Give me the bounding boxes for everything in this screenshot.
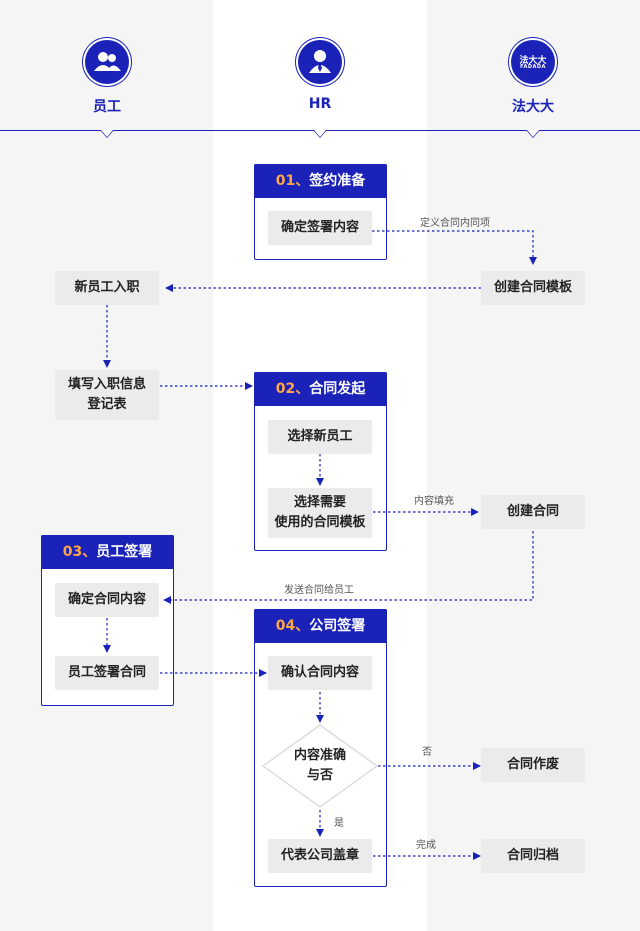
lane-title-employee: 员工	[93, 99, 121, 115]
node-confirm-contract-content-hr: 确认合同内容	[268, 656, 372, 690]
node-select-template: 选择需要 使用的合同模板	[268, 488, 372, 538]
node-company-seal: 代表公司盖章	[268, 839, 372, 873]
node-fill-onboard-form: 填写入职信息 登记表	[55, 370, 159, 420]
stage-title: 合同发起	[309, 381, 366, 397]
stage-2-header: 02、合同发起	[254, 372, 387, 406]
lane-marker-inner	[101, 130, 113, 137]
stage-1-header: 01、签约准备	[254, 164, 387, 198]
edge-label-fill-content: 内容填充	[414, 496, 454, 507]
edge-label-define-items: 定义合同内同项	[420, 218, 490, 229]
node-contract-void: 合同作废	[481, 748, 585, 782]
node-employee-sign-contract: 员工签署合同	[55, 656, 159, 690]
logo-subtext: FADADA	[520, 64, 546, 70]
stage-3-header: 03、员工签署	[41, 535, 174, 569]
node-create-contract: 创建合同	[481, 495, 585, 529]
stage-title: 公司签署	[309, 618, 366, 634]
edge-label-no: 否	[422, 747, 432, 758]
node-create-template: 创建合同模板	[481, 271, 585, 305]
person-tie-icon	[298, 40, 342, 84]
lane-marker-inner	[314, 130, 326, 137]
employees-icon	[85, 40, 129, 84]
lane-title-fadada: 法大大	[512, 99, 554, 115]
logo-text: 法大大	[519, 56, 547, 66]
stage-title: 员工签署	[96, 544, 153, 560]
lane-title-hr: HR	[308, 96, 332, 112]
lane-employee	[0, 0, 213, 931]
edge-label-yes: 是	[334, 818, 344, 829]
stage-number: 02、	[275, 381, 310, 397]
stage-number: 04、	[275, 618, 310, 634]
edge-label-done: 完成	[416, 840, 436, 851]
node-new-employee-onboard: 新员工入职	[55, 271, 159, 305]
stage-number: 01、	[275, 173, 310, 189]
fadada-logo: 法大大 FADADA	[511, 40, 555, 84]
node-content-accurate-decision: 内容准确 与否	[293, 748, 346, 783]
decision-diamond	[261, 724, 379, 808]
stage-title: 签约准备	[309, 173, 366, 189]
stage-number: 03、	[62, 544, 97, 560]
stage-4-header: 04、公司签署	[254, 609, 387, 643]
lane-marker-inner	[527, 130, 539, 137]
node-contract-archive: 合同归档	[481, 839, 585, 873]
edge-label-send-to-employee: 发送合同给员工	[284, 585, 354, 596]
node-select-new-employee: 选择新员工	[268, 420, 372, 454]
node-confirm-contract-content-employee: 确定合同内容	[55, 583, 159, 617]
node-confirm-sign-content: 确定签署内容	[268, 211, 372, 245]
